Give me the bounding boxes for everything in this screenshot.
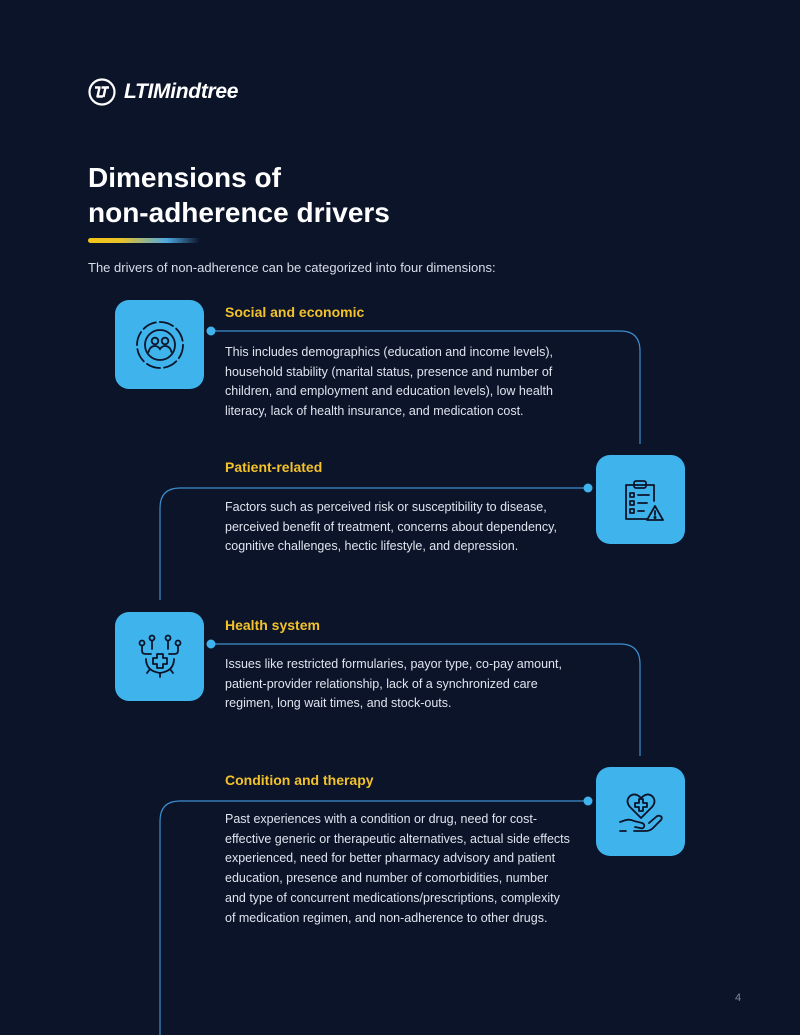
- page-title-line-2: non-adherence drivers: [88, 197, 390, 228]
- clipboard-warning-icon: [624, 479, 664, 521]
- health-network-icon: [138, 634, 181, 678]
- social-economic-icon-tile: [115, 300, 204, 389]
- section-title-health-system: Health system: [225, 617, 320, 633]
- section-body-health-system: Issues like restricted formularies, payo…: [225, 657, 562, 711]
- patient-related-icon-tile: [596, 455, 685, 544]
- section-body-patient-related: Factors such as perceived risk or suscep…: [225, 500, 557, 554]
- connector-dot-3: [206, 639, 216, 649]
- section-title-social-economic: Social and economic: [225, 304, 365, 320]
- section-title-patient-related: Patient-related: [225, 459, 323, 475]
- connector-4: [159, 800, 588, 1035]
- connector-dot-2: [583, 483, 593, 493]
- health-system-icon-tile: [115, 612, 204, 701]
- intro-text: The drivers of non-adherence can be cate…: [88, 260, 496, 275]
- connector-dot-4: [583, 796, 593, 806]
- section-body-social-economic: This includes demographics (education an…: [225, 345, 553, 419]
- lt-logo-icon: [88, 78, 116, 106]
- page-number: 4: [735, 992, 742, 1004]
- connector-3: [211, 643, 641, 756]
- condition-therapy-icon-tile: [596, 767, 685, 856]
- page-title-line-1: Dimensions of: [88, 162, 281, 193]
- brand-name: LTIMindtree: [124, 80, 239, 103]
- hand-heart-icon: [618, 793, 663, 832]
- title-underline: [88, 238, 200, 243]
- section-body-condition-therapy: Past experiences with a condition or dru…: [225, 812, 570, 925]
- page-title: Dimensions of non-adherence drivers: [88, 160, 390, 230]
- section-title-condition-therapy: Condition and therapy: [225, 772, 374, 788]
- people-circle-icon: [135, 320, 184, 369]
- connector-1: [211, 330, 641, 444]
- brand-logo: LTIMindtree: [88, 78, 238, 106]
- connector-2: [159, 487, 588, 600]
- connector-dot-1: [206, 326, 216, 336]
